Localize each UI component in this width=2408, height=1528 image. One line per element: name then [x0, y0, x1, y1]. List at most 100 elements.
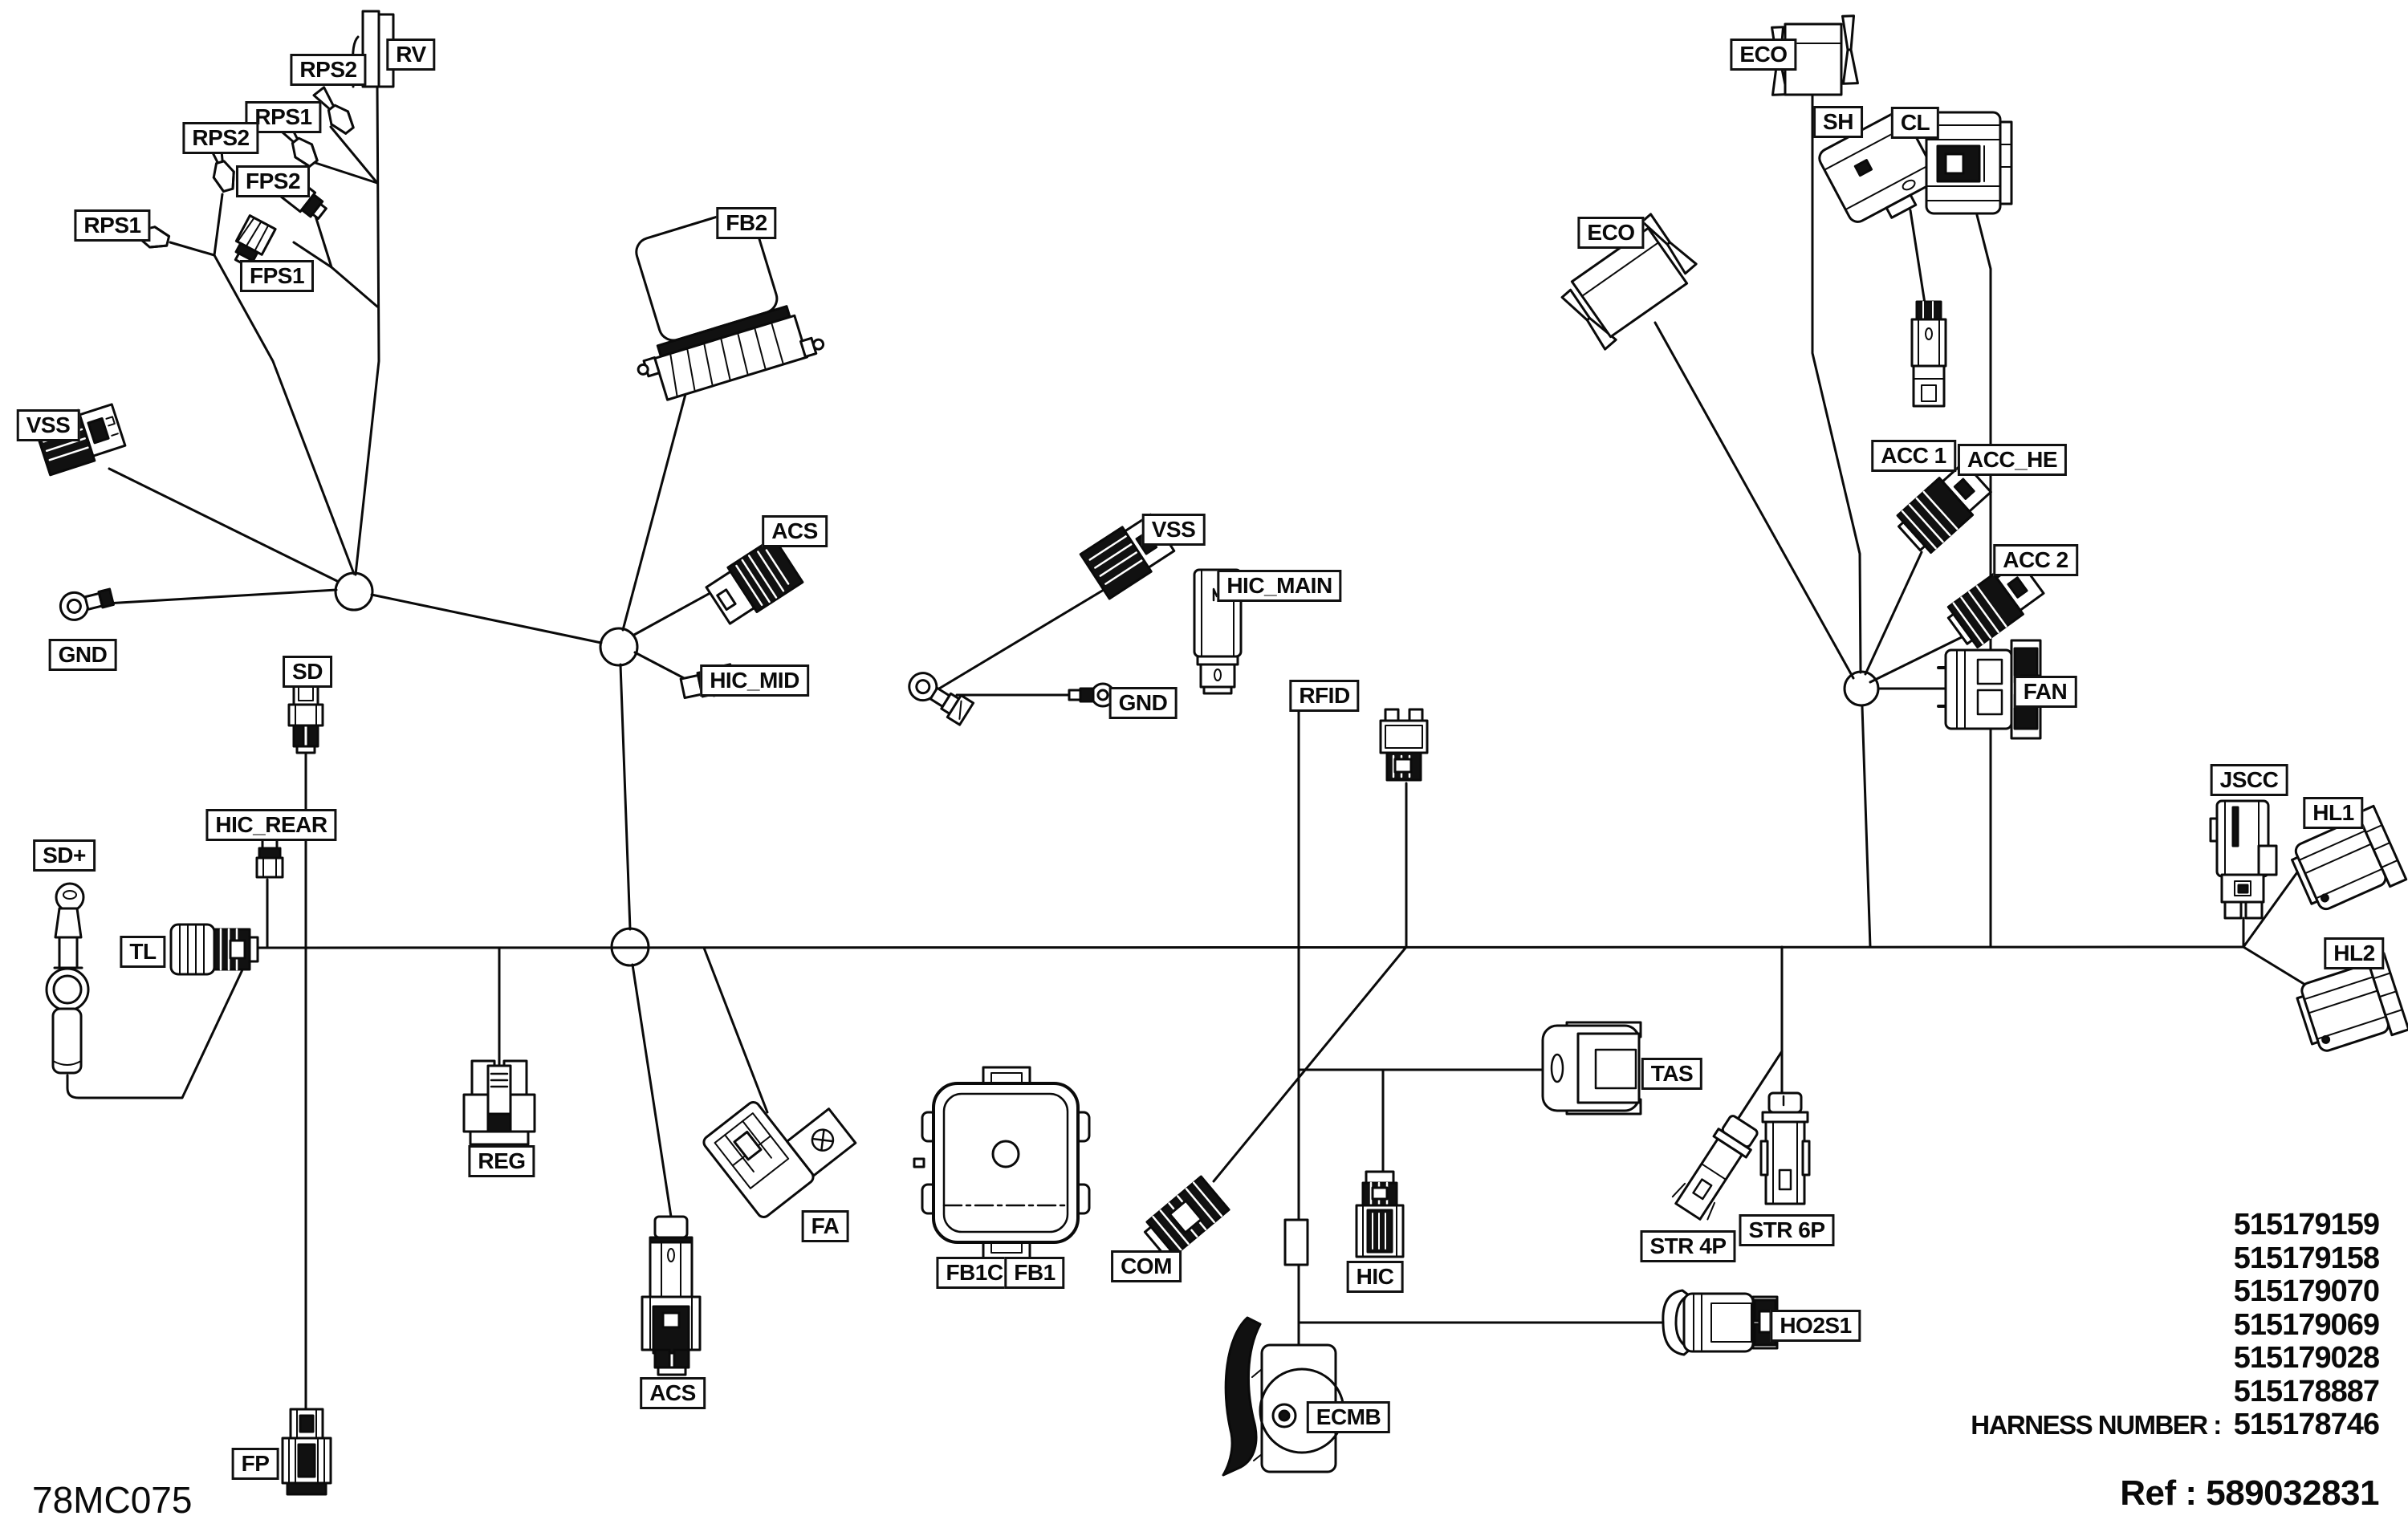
acc-he-connector [1910, 300, 1947, 408]
connector-label-str-4p: STR 4P [1640, 1230, 1736, 1262]
wire-eco-top [1811, 91, 1862, 674]
connector-label-fps1: FPS1 [239, 260, 315, 292]
cl-connector [1925, 111, 2013, 215]
part-number: 515179028 [2233, 1341, 2380, 1375]
str-4p-connector [1671, 1115, 1759, 1221]
part-number: 515179158 [2233, 1241, 2380, 1275]
wire-junctionL-junctionB [370, 593, 603, 644]
connector-label-tas: TAS [1641, 1058, 1703, 1090]
fa-connector [702, 1101, 857, 1218]
sd-plus-antenna [45, 882, 90, 1075]
wire-sh [1909, 209, 1926, 305]
wire-junctionB-junctionA [619, 663, 632, 931]
gnd-top-ring-terminal [59, 587, 115, 621]
connector-label-rps2-b: RPS2 [182, 122, 259, 154]
connector-label-sd: SD [283, 656, 332, 688]
connector-label-rv: RV [386, 39, 436, 71]
connector-label-reg: REG [468, 1145, 535, 1177]
connector-label-acc-1: ACC 1 [1871, 440, 1956, 472]
wire-eco-left [1653, 321, 1855, 680]
wire-gnd-top [104, 588, 338, 605]
connector-label-vss-b: VSS [1141, 514, 1206, 546]
connector-label-acc-2: ACC 2 [1993, 544, 2078, 576]
junction-circle-right [1843, 670, 1880, 707]
connector-label-fa: FA [801, 1210, 849, 1242]
connector-label-fb2: FB2 [716, 207, 777, 239]
part-number: 515179159 [2233, 1208, 2380, 1242]
connector-label-tl: TL [120, 936, 166, 968]
connector-label-ecmb: ECMB [1306, 1401, 1391, 1433]
gnd-mid-ring-terminal-2 [1068, 682, 1116, 708]
wire-trunk [251, 945, 2245, 949]
wire-hic-mid [633, 651, 687, 681]
part-number: 515178887 [2233, 1374, 2380, 1408]
wire-vss-top [108, 467, 339, 583]
connector-label-gnd-a: GND [48, 639, 117, 671]
connector-label-acs-b: ACS [640, 1377, 706, 1409]
connector-label-rps1-b: RPS1 [74, 209, 151, 242]
connector-label-hic-rear: HIC_REAR [205, 809, 337, 841]
connector-label-fp: FP [231, 1448, 279, 1480]
wire-node1 [213, 254, 356, 575]
connector-label-rps1-a: RPS1 [245, 101, 322, 133]
acs-mid-connector [705, 536, 804, 625]
reg-connector [462, 1059, 536, 1146]
acs-bottom-connector [641, 1215, 702, 1376]
fb1-module [913, 1066, 1091, 1260]
connector-label-ho2s1: HO2S1 [1770, 1310, 1861, 1342]
ref-number-value: 589032831 [2206, 1473, 2379, 1513]
tas-connector [1541, 1021, 1642, 1116]
connector-label-hic: HIC [1346, 1261, 1404, 1293]
junction-group [334, 571, 1880, 967]
hl2-connector [2296, 952, 2408, 1052]
fb2-module [635, 209, 825, 401]
connector-label-hl2: HL2 [2324, 937, 2385, 969]
str-6p-connector [1759, 1091, 1811, 1205]
hl1-connector [2291, 804, 2408, 911]
connector-label-fps2: FPS2 [235, 165, 311, 197]
wire-fps2 [313, 212, 333, 269]
connector-label-hic-main: HIC_MAIN [1217, 570, 1342, 602]
wire-fb2 [621, 384, 689, 632]
connector-label-hic-mid: HIC_MID [700, 664, 809, 697]
wire-acc1 [1864, 551, 1923, 676]
part-number: 515179070 [2233, 1274, 2380, 1308]
tl-connector [169, 923, 259, 976]
wire-acs-bottom [631, 963, 673, 1218]
wire-fa [702, 946, 769, 1114]
wire-fps1 [292, 241, 333, 269]
fp-connector [281, 1408, 332, 1496]
splice-rectangle [1283, 1218, 1309, 1266]
wire-vss-mid [938, 586, 1109, 690]
com-connector [1143, 1175, 1230, 1257]
wire-acc2 [1869, 632, 1970, 684]
connector-label-sh: SH [1813, 106, 1863, 138]
hic-connector [1355, 1170, 1405, 1258]
part-number: 515179069 [2233, 1307, 2380, 1342]
connector-label-rfid: RFID [1289, 680, 1360, 712]
connector-label-str-6p: STR 6P [1739, 1214, 1835, 1246]
connector-label-jscc: JSCC [2210, 764, 2288, 796]
ho2s1-connector [1662, 1289, 1779, 1356]
harness-number-value: 515178746 [2233, 1408, 2380, 1441]
connector-label-fb1: FB1 [1004, 1257, 1065, 1289]
connector-label-fan: FAN [2013, 676, 2077, 708]
gnd-mid-ring-terminal [908, 672, 975, 726]
wire-com [1212, 945, 1408, 1183]
jscc-connector [2209, 799, 2278, 920]
wire-str4p [1737, 1050, 1784, 1120]
wire-rps2-upper [329, 125, 379, 185]
wire-junctionC-trunk [1861, 705, 1872, 949]
ref-number-row: Ref : 589032831 [2120, 1473, 2379, 1514]
wire-acs-mid [633, 584, 725, 636]
junction-circle-left [334, 571, 374, 612]
wire-rps1-left [169, 241, 216, 257]
drawing-code: 78MC075 [32, 1479, 193, 1521]
connector-label-vss-a: VSS [16, 409, 80, 441]
harness-number-label: HARNESS NUMBER : [1971, 1410, 2222, 1440]
connector-label-acc-he: ACC_HE [1957, 444, 2068, 476]
